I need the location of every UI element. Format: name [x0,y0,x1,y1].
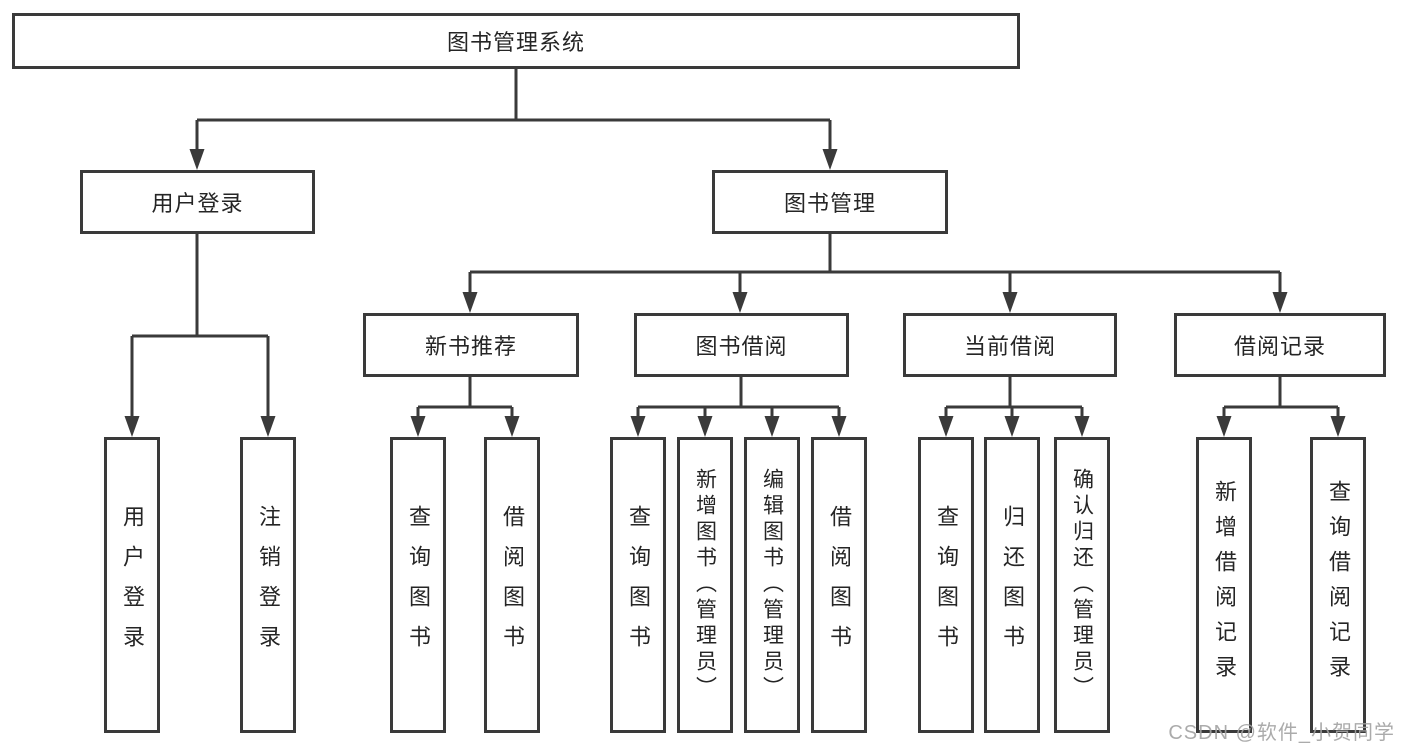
leaf-label: 用户登录 [120,505,145,665]
leaf-label: 编辑图书（管理员） [760,468,784,702]
node-label: 图书管理 [783,191,876,216]
leaf-label: 查询图书 [934,505,959,665]
leaf-label: 查询图书 [626,505,651,665]
leaf-query-books-under-current: 查询图书 [918,437,974,733]
leaf-label: 确认归还（管理员） [1070,468,1094,702]
node-label: 用户登录 [151,191,244,216]
leaf-query-books-under-borrowing: 查询图书 [610,437,666,733]
leaf-label: 查询借阅记录 [1326,480,1351,690]
leaf-add-borrow-record: 新增借阅记录 [1196,437,1252,733]
leaf-label: 借阅图书 [827,505,852,665]
leaf-query-borrow-record: 查询借阅记录 [1310,437,1366,733]
node-library-management-system: 图书管理系统 [12,13,1020,69]
leaf-label: 注销登录 [256,505,281,665]
node-book-management: 图书管理 [712,170,948,234]
node-label: 图书借阅 [695,334,788,359]
node-current-borrowing: 当前借阅 [903,313,1117,377]
csdn-watermark: CSDN @软件_小贺同学 [1168,722,1395,744]
leaf-confirm-return-admin: 确认归还（管理员） [1054,437,1110,733]
leaf-label: 借阅图书 [500,505,525,665]
leaf-logout-login: 注销登录 [240,437,296,733]
leaf-borrow-books-under-recommend: 借阅图书 [484,437,540,733]
node-label: 借阅记录 [1233,334,1326,359]
leaf-label: 新增借阅记录 [1212,480,1237,690]
node-label: 图书管理系统 [446,30,585,55]
node-user-login: 用户登录 [80,170,315,234]
node-new-book-recommendation: 新书推荐 [363,313,579,377]
leaf-label: 查询图书 [406,505,431,665]
node-borrowing-records: 借阅记录 [1174,313,1386,377]
node-book-borrowing: 图书借阅 [634,313,849,377]
leaf-query-books-under-recommend: 查询图书 [390,437,446,733]
leaf-label: 归还图书 [1000,505,1025,665]
leaf-add-books-admin: 新增图书（管理员） [677,437,733,733]
leaf-borrow-books-under-borrowing: 借阅图书 [811,437,867,733]
node-label: 当前借阅 [963,334,1056,359]
leaf-edit-books-admin: 编辑图书（管理员） [744,437,800,733]
node-label: 新书推荐 [424,334,517,359]
leaf-user-login: 用户登录 [104,437,160,733]
leaf-label: 新增图书（管理员） [693,468,717,702]
leaf-return-books: 归还图书 [984,437,1040,733]
